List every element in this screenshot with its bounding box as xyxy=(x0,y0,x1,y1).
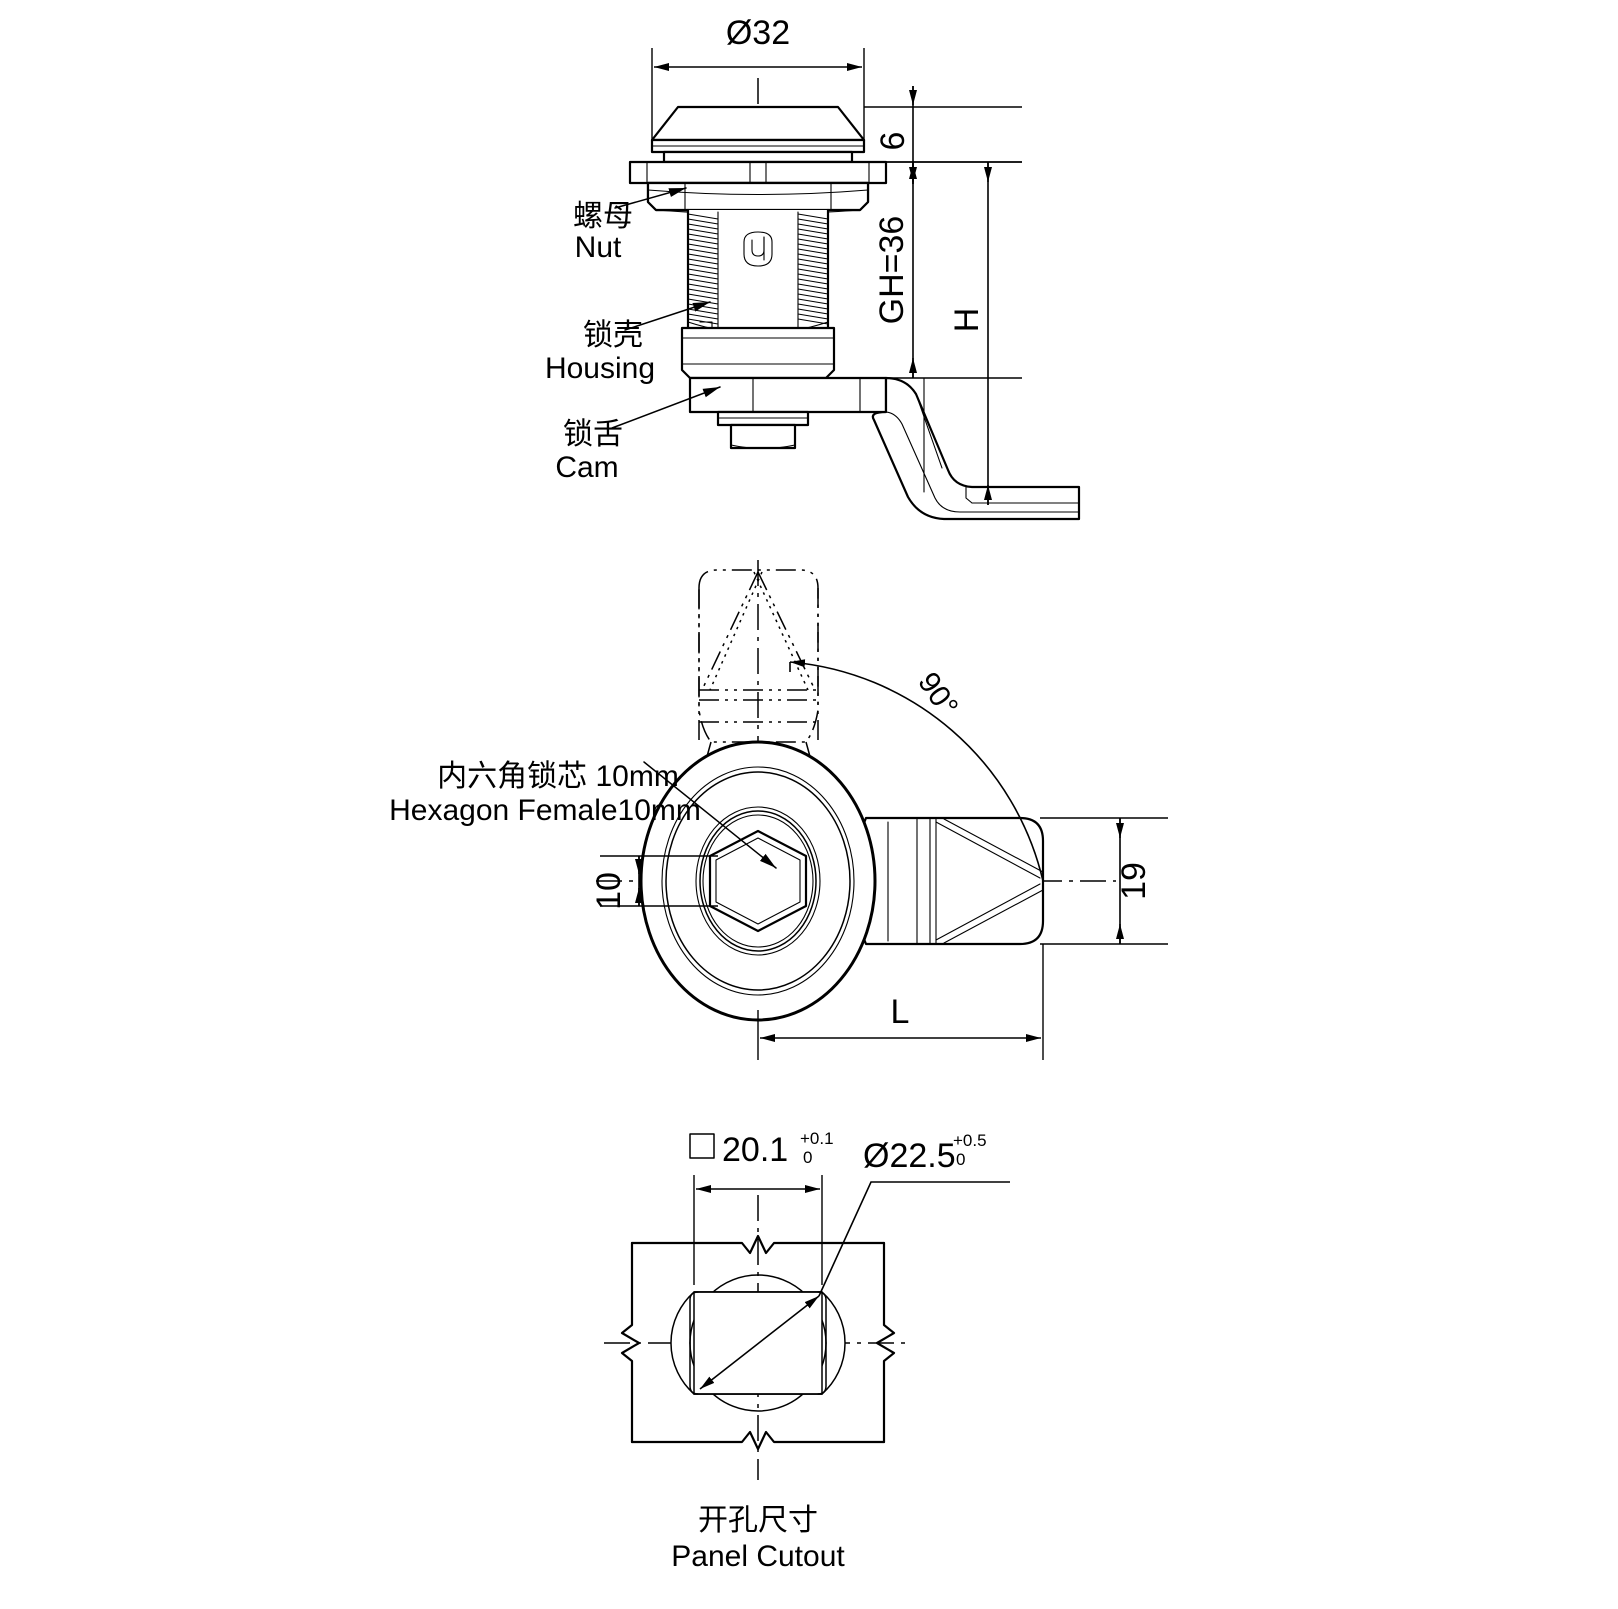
callout-cam: 锁舌 Cam xyxy=(555,386,721,484)
callout-nut-label-cn: 螺母 xyxy=(573,200,633,233)
plan-view: 10 19 L 90° 内六角锁芯 10mm Hexago xyxy=(389,560,1168,1060)
lock-head xyxy=(650,105,866,164)
panel-cutout-label-cn: 开孔尺寸 xyxy=(698,1504,818,1537)
panel-outline xyxy=(620,1234,896,1451)
dim-cutout-square-value: 20.1 xyxy=(722,1131,788,1169)
dim-cam-width-label: 19 xyxy=(1115,862,1153,900)
cam-arm xyxy=(871,376,1081,521)
callout-housing: 锁壳 Housing xyxy=(545,301,711,385)
panel-cutout-label: 开孔尺寸 Panel Cutout xyxy=(671,1504,845,1573)
panel-cutout-view: 20.1 +0.1 0 Ø22.5 +0.5 0 开孔尺寸 Panel Cuto… xyxy=(604,1129,1010,1573)
cam-body-plan xyxy=(850,816,1045,946)
dim-cutout-diameter-tol-upper: +0.5 xyxy=(953,1131,987,1150)
square-symbol-icon xyxy=(689,1133,715,1159)
dim-cutout-diameter-tol-lower: 0 xyxy=(956,1150,965,1169)
dimension-head-diameter: Ø32 xyxy=(651,14,865,144)
thread-profile-right xyxy=(797,213,829,325)
dimension-cutout-diameter: Ø22.5 +0.5 0 xyxy=(699,1131,1010,1390)
washer-plate xyxy=(628,160,888,185)
dim-cam-length-label: L xyxy=(891,993,910,1031)
dim-hex-across-flats-label: 10 xyxy=(590,872,628,910)
callout-cam-label-cn: 锁舌 xyxy=(563,418,623,451)
dimension-overall-height: H xyxy=(948,162,992,505)
dim-cutout-square-tol-upper: +0.1 xyxy=(800,1129,834,1148)
dim-overall-height-label: H xyxy=(948,308,986,333)
dimension-cutout-square: 20.1 +0.1 0 xyxy=(689,1129,834,1285)
dimension-hex-across-flats: 10 xyxy=(590,855,718,910)
dimension-grip-height: GH=36 xyxy=(836,161,1022,379)
dim-grip-height-label: GH=36 xyxy=(873,216,911,325)
dim-cutout-square-tol-lower: 0 xyxy=(803,1148,812,1167)
dim-cutout-diameter-value: Ø22.5 xyxy=(863,1137,956,1175)
dim-head-diameter-label: Ø32 xyxy=(726,14,790,52)
dim-head-height-label: 6 xyxy=(874,132,912,151)
cam-mount-block xyxy=(688,376,888,414)
callout-hexagon-label-cn: 内六角锁芯 10mm xyxy=(437,760,679,793)
housing-collar xyxy=(680,326,836,380)
callout-housing-label-en: Housing xyxy=(545,352,655,385)
callout-cam-label-en: Cam xyxy=(555,451,618,484)
cam-spigot xyxy=(716,410,810,450)
hex-nut xyxy=(646,181,870,215)
callout-housing-label-cn: 锁壳 xyxy=(583,319,643,352)
panel-cutout-label-en: Panel Cutout xyxy=(671,1540,845,1573)
dimension-cam-width: 19 xyxy=(1040,817,1168,945)
diameter-leader-line xyxy=(699,1295,820,1390)
brand-logo-icon xyxy=(743,231,773,267)
front-elevation-view: Ø32 6 GH=36 H xyxy=(545,14,1081,521)
callout-hexagon-female: 内六角锁芯 10mm Hexagon Female10mm xyxy=(389,760,777,869)
callout-hexagon-label-en: Hexagon Female10mm xyxy=(389,794,701,827)
callout-nut: 螺母 Nut xyxy=(573,187,687,264)
dimension-cam-length: L xyxy=(757,944,1044,1060)
threaded-housing xyxy=(686,208,830,334)
callout-nut-label-en: Nut xyxy=(575,231,622,264)
thread-profile-left xyxy=(687,213,719,325)
